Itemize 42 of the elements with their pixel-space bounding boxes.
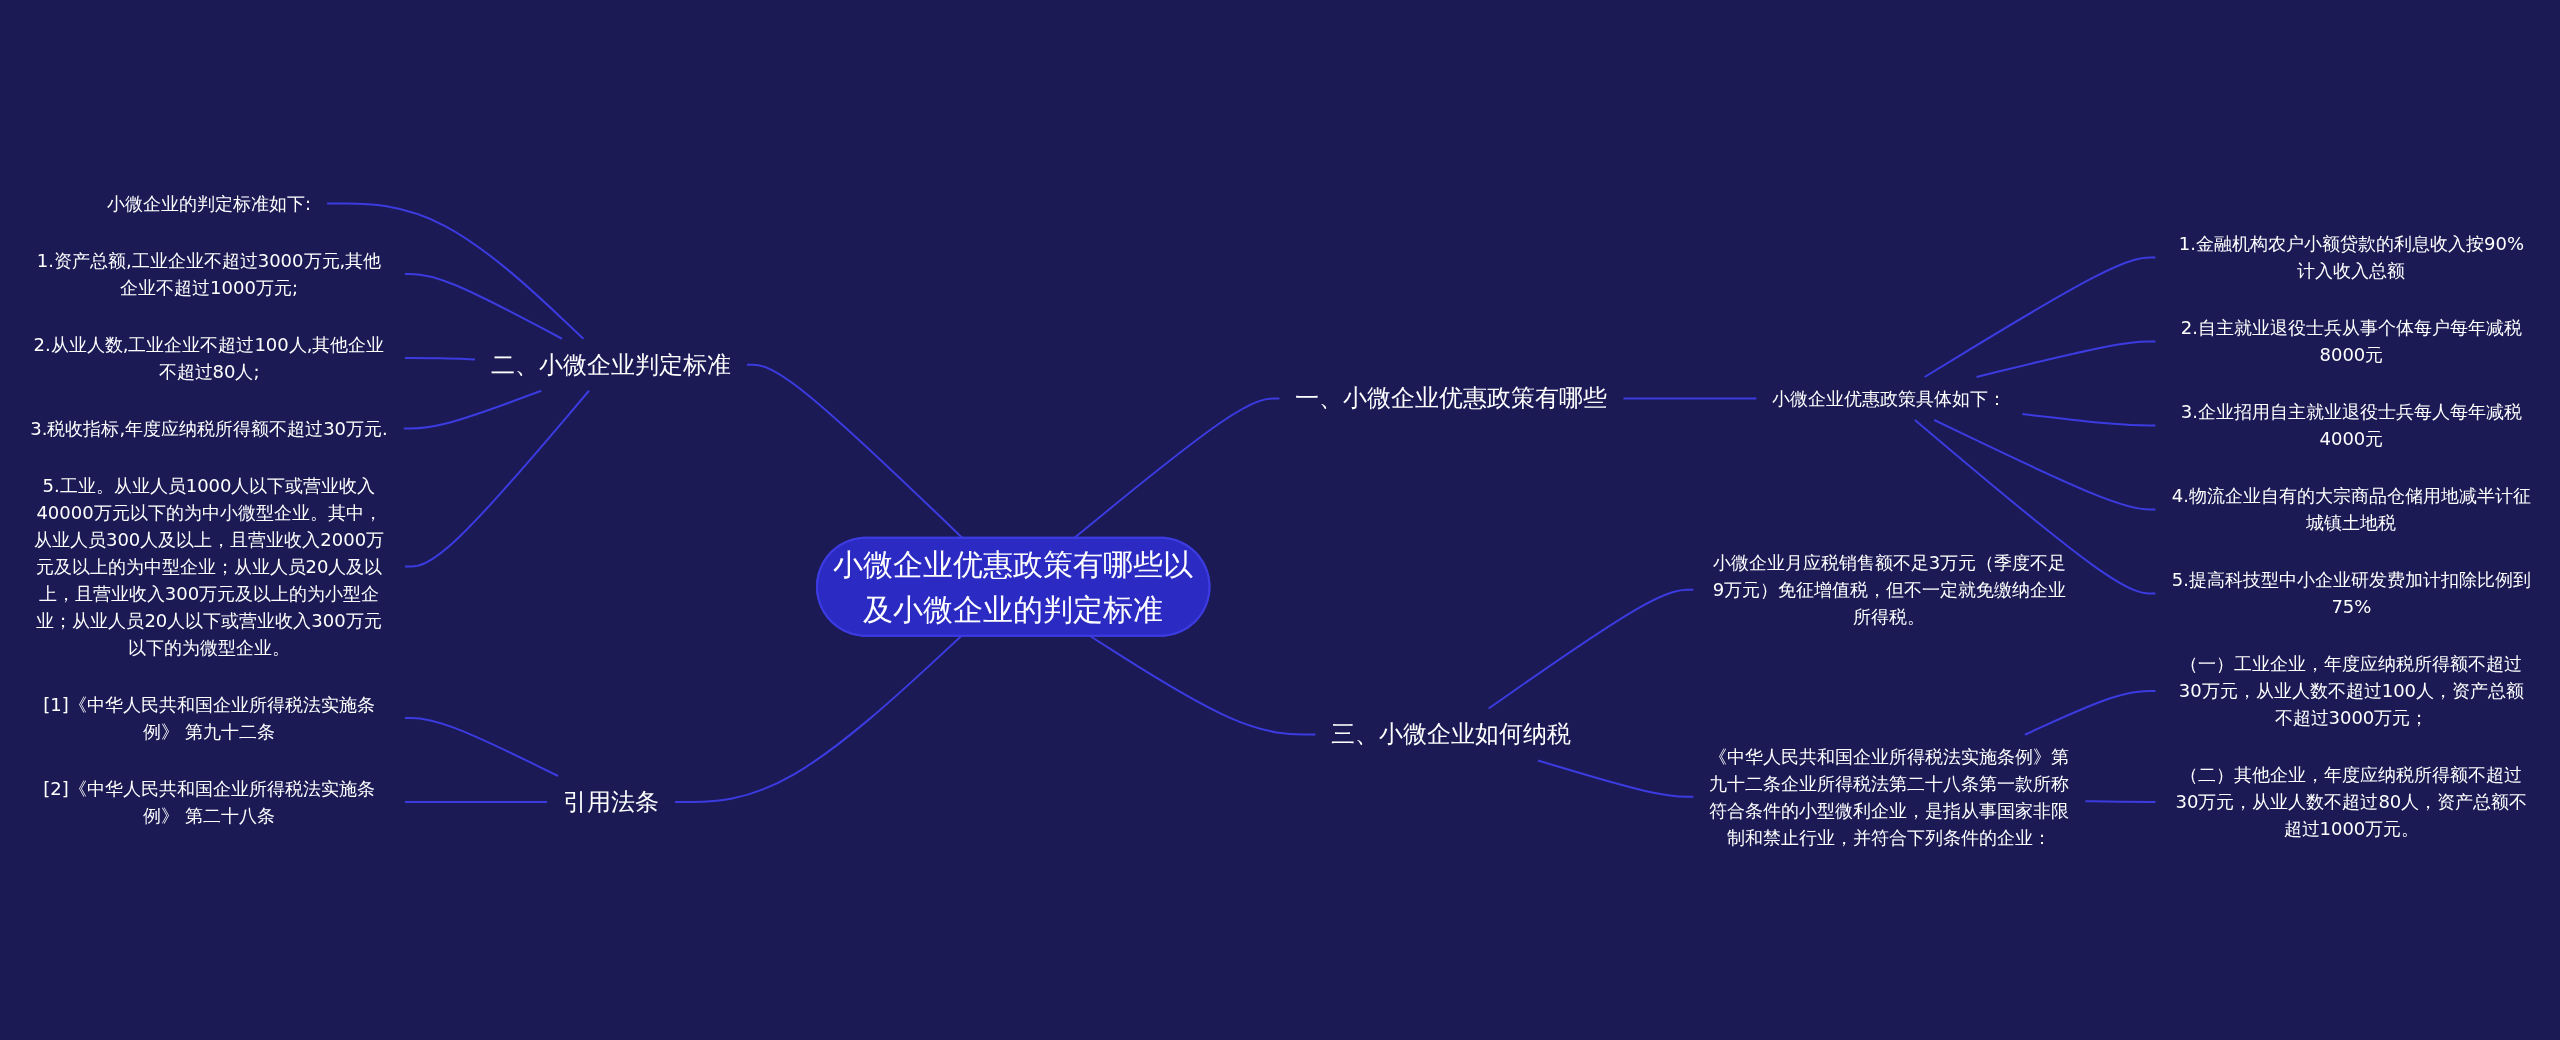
node-text: 1.资产总额,工业企业不超过3000万元,其他企业不超过1000万元; <box>36 249 382 298</box>
connector <box>402 389 543 430</box>
connector <box>745 363 964 539</box>
node-text: 1.金融机构农户小额贷款的利息收入按90%计入收入总额 <box>2178 233 2524 282</box>
connector <box>325 202 585 340</box>
connector <box>403 389 590 568</box>
node-text: 小微企业的判定标准如下: <box>106 192 311 214</box>
node-text: 《中华人民共和国企业所得税法实施条例》第九十二条企业所得税法第二十八条第一款所称符合条件的小型微利企业，是指从事国家非限制和禁止行业，并符合下列条件的企业： <box>1709 745 2070 848</box>
node-text: 引用法条 <box>562 787 659 816</box>
connector <box>1487 588 1695 710</box>
connector <box>2023 689 2157 736</box>
connector <box>673 634 962 803</box>
connector <box>1923 256 2157 378</box>
connector <box>1536 759 1695 798</box>
connector <box>1975 340 2157 378</box>
node-text: （二）其他企业，年度应纳税所得额不超过30万元，从业人数不超过80人，资产总额不超过1000万元。 <box>2175 764 2528 840</box>
node-text: 3.企业招用自主就业退役士兵每人每年减税4000元 <box>2180 401 2522 450</box>
node-text: 一、小微企业优惠政策有哪些 <box>1295 384 1608 413</box>
connector <box>2021 412 2157 427</box>
node-text: （一）工业企业，年度应纳税所得额不超过30万元，从业人数不超过100人，资产总额不超过3000万元； <box>2178 653 2524 729</box>
connector <box>2084 799 2157 803</box>
connector <box>403 716 559 777</box>
connector <box>1072 397 1281 539</box>
connector <box>1932 418 2157 511</box>
node-text: 小微企业月应税销售额不足3万元（季度不足9万元）免征增值税，但不一定就免缴纳企业所得税。 <box>1712 551 2066 627</box>
node-text: 二、小微企业判定标准 <box>490 350 731 379</box>
connector <box>1089 634 1317 736</box>
node-text: 5.工业。从业人员1000人以下或营业收入40000万元以下的为中小微型企业。其中，从业人员300人及以上，且营业收入2000万元及以上的为中型企业；从业人员20人及以上，且营业收入300万元及以上的为小型企业；从业人员20人以下或营业收入300万元以下的为微型企业。 <box>33 474 384 658</box>
node-text: 三、小微企业如何纳税 <box>1331 720 1572 749</box>
node-text: 3.税收指标,年度应纳税所得额不超过30万元. <box>30 417 388 439</box>
connector <box>403 272 563 340</box>
connector <box>403 800 548 803</box>
node-text: [1]《中华人民共和国企业所得税法实施条例》 第九十二条 <box>43 693 375 742</box>
node-text: 小微企业优惠政策具体如下： <box>1772 387 2007 409</box>
node-text: 4.物流企业自有的大宗商品仓储用地减半计征城镇土地税 <box>2171 485 2531 534</box>
node-text: [2]《中华人民共和国企业所得税法实施条例》 第二十八条 <box>43 777 375 826</box>
node-text: 2.从业人数,工业企业不超过100人,其他企业不超过80人; <box>33 333 385 382</box>
connector <box>1622 397 1758 400</box>
connector <box>1913 418 2157 595</box>
node-text: 2.自主就业退役士兵从事个体每户每年减税8000元 <box>2180 317 2522 366</box>
node-text: 5.提高科技型中小企业研发费加计扣除比例到75% <box>2171 569 2531 618</box>
connector <box>403 356 476 360</box>
